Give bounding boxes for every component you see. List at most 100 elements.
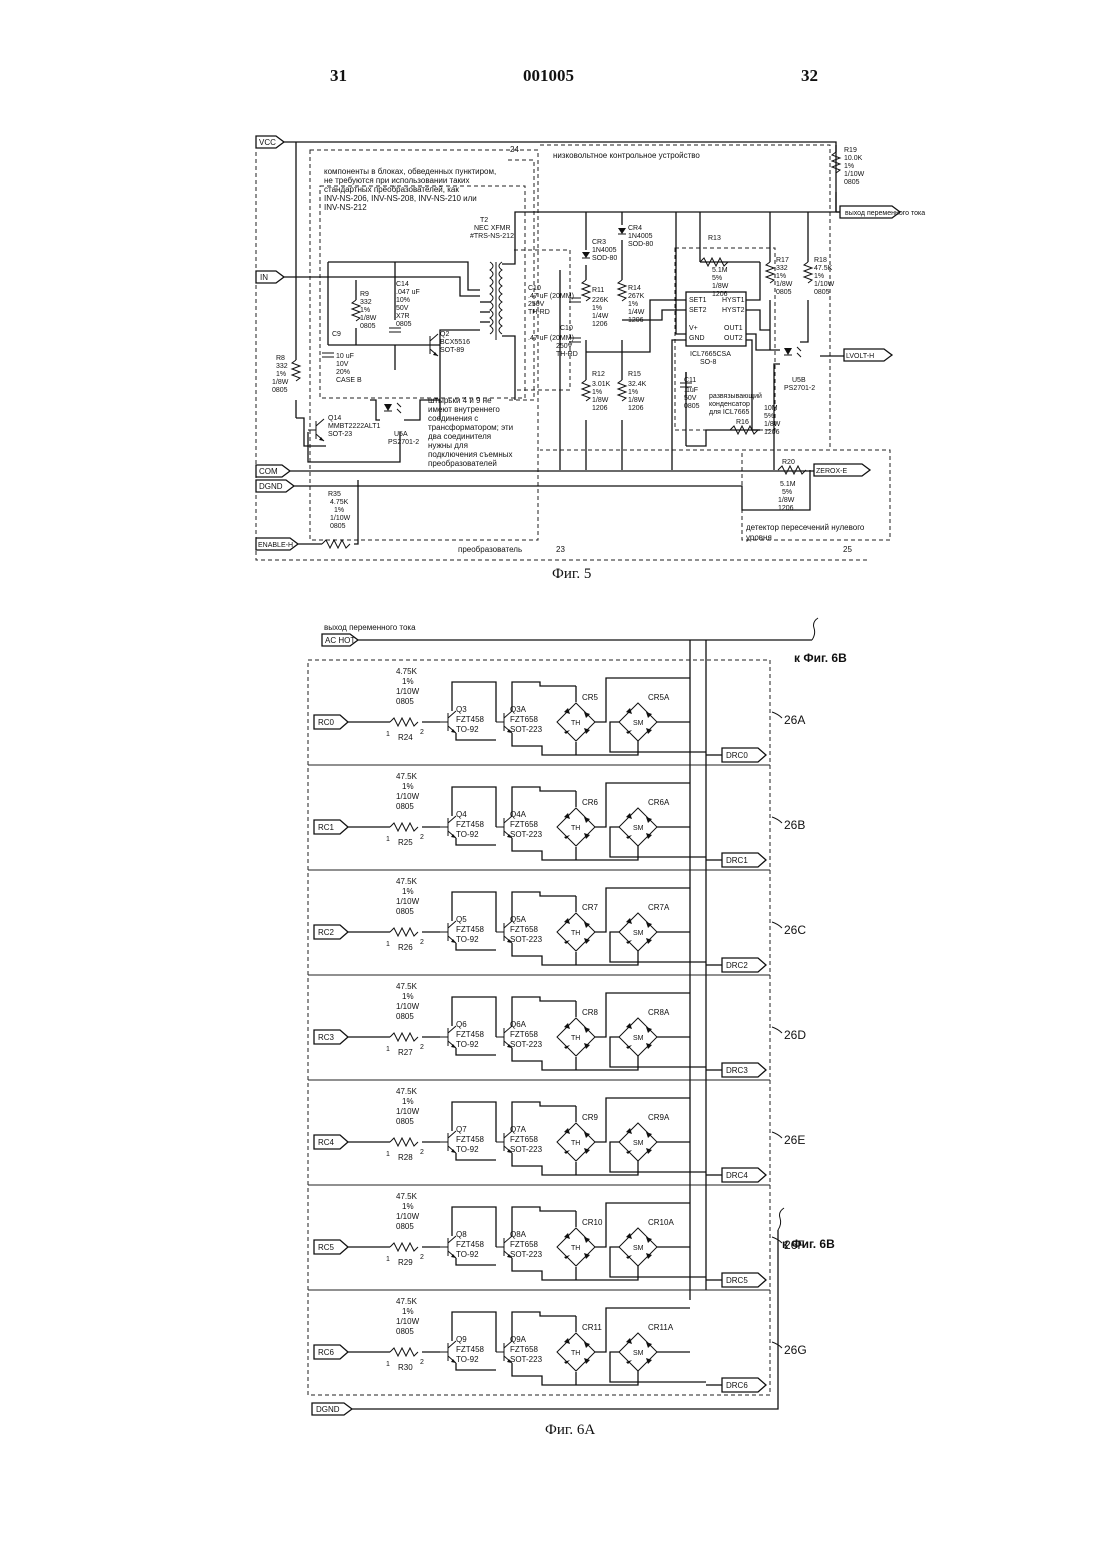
- pin-number: 1: [386, 1361, 390, 1368]
- power-transistor-label: FZT658: [510, 1030, 539, 1039]
- dashed-note-line: INV-NS-212: [324, 203, 367, 212]
- cr4-label: SOD-80: [628, 241, 653, 248]
- driver-transistor-label: TO-92: [456, 1355, 479, 1364]
- sm-diode-label: CR7A: [648, 903, 670, 912]
- cr4-label: 1N4005: [628, 233, 653, 240]
- channel-dashed-box: [308, 1290, 770, 1395]
- resistor-value-label: 1%: [402, 1307, 414, 1316]
- r18-label: 0805: [814, 289, 830, 296]
- r11-label: 1%: [592, 305, 602, 312]
- output-port-label: DRC5: [726, 1276, 748, 1285]
- q14-label: MMBT2222ALT1: [328, 423, 380, 430]
- output-port-label: DRC2: [726, 961, 748, 970]
- pin-number: 2: [420, 729, 424, 736]
- c11-label: C11: [684, 377, 696, 384]
- r11-label: 1/4W: [592, 313, 609, 320]
- power-transistor-label: FZT658: [510, 715, 539, 724]
- resistor-value-label: 1%: [402, 992, 414, 1001]
- ic-pin-label: SET1: [689, 297, 707, 304]
- driver-transistor-label: TO-92: [456, 830, 479, 839]
- th-diode-label: CR5: [582, 693, 599, 702]
- r17-label: R17: [776, 257, 789, 264]
- pin-number: 2: [420, 834, 424, 841]
- r14-label: 1/4W: [628, 309, 645, 316]
- pins-note-line: подключения съемных: [428, 450, 513, 459]
- driver-transistor-label: Q6: [456, 1020, 467, 1029]
- resistor-ref-label: R26: [398, 943, 413, 952]
- r8-resistor: [292, 360, 300, 381]
- block-reference-label: 26B: [784, 818, 805, 832]
- pins-note-line: имеют внутреннего: [428, 405, 500, 414]
- c14-label: 0805: [396, 321, 412, 328]
- channel-block: RC04.75K1%1/10W080512R24Q3FZT458TO-92Q3A…: [308, 660, 805, 765]
- input-resistor: [390, 928, 418, 936]
- resistor-value-label: 1%: [402, 887, 414, 896]
- r12-label: 1%: [592, 389, 602, 396]
- r17-label: 1/8W: [776, 281, 793, 288]
- resistor-value-label: 0805: [396, 697, 414, 706]
- driver-transistor-label: Q7: [456, 1125, 467, 1134]
- r9-label: 0805: [360, 323, 376, 330]
- ic-pin-label: OUT2: [724, 335, 743, 342]
- block-reference-label: 26C: [784, 923, 806, 937]
- resistor-value-label: 1/10W: [396, 792, 420, 801]
- r35-label: 1/10W: [330, 515, 351, 522]
- input-port-label: RC0: [318, 718, 335, 727]
- r15-label: R15: [628, 371, 641, 378]
- pin-number: 2: [420, 1254, 424, 1261]
- u5b-optocoupler: [784, 347, 801, 357]
- input-port-label: RC5: [318, 1243, 335, 1252]
- r14-resistor: [618, 280, 626, 301]
- input-port-label: RC1: [318, 823, 335, 832]
- output-port-label: DRC1: [726, 856, 748, 865]
- driver-transistor-label: FZT458: [456, 1240, 485, 1249]
- converter-label: преобразователь: [458, 545, 522, 554]
- r20-label: R20: [782, 459, 795, 466]
- r11-label: 226K: [592, 297, 609, 304]
- r15-label: 1/8W: [628, 397, 645, 404]
- pin-number: 1: [386, 1046, 390, 1053]
- channel-dashed-box: [308, 765, 770, 870]
- q14-label: Q14: [328, 415, 341, 422]
- c9-label: 10V: [336, 361, 349, 368]
- bridge-th-label: TH: [571, 1350, 580, 1357]
- bridge-sm-label: SM: [633, 1035, 644, 1042]
- com-port-label: COM: [259, 467, 278, 476]
- dashed-note-line: стандартных преобразователей, как: [324, 185, 459, 194]
- r18-label: R18: [814, 257, 827, 264]
- ic-label: ICL7665CSA: [690, 351, 731, 358]
- r9-label: 1/8W: [360, 315, 377, 322]
- zero-cross-label: детектор пересечений нулевого: [746, 523, 865, 532]
- c10-label: TH-RD: [528, 309, 550, 316]
- resistor-value-label: 47.5K: [396, 877, 418, 886]
- sm-diode-label: CR8A: [648, 1008, 670, 1017]
- pin-number: 1: [386, 836, 390, 843]
- channel-block: RC347.5K1%1/10W080512R27Q6FZT458TO-92Q6A…: [308, 975, 806, 1080]
- r20-label: 1206: [778, 505, 794, 512]
- resistor-ref-label: R25: [398, 838, 413, 847]
- u5a-optocoupler: [384, 403, 401, 413]
- r15-resistor: [618, 380, 626, 401]
- dashed-note-line: не требуются при использовании таких: [324, 176, 470, 185]
- driver-transistor-label: FZT458: [456, 925, 485, 934]
- r9-label: 332: [360, 299, 372, 306]
- ic-pin-label: HYST1: [722, 297, 745, 304]
- cr4-diode: [618, 228, 626, 234]
- cr3-label: 1N4005: [592, 247, 617, 254]
- bridge-sm-label: SM: [633, 720, 644, 727]
- driver-transistor-label: FZT458: [456, 1345, 485, 1354]
- resistor-value-label: 47.5K: [396, 772, 418, 781]
- power-transistor-label: FZT658: [510, 1135, 539, 1144]
- r15-label: 32.4K: [628, 381, 647, 388]
- power-transistor-label: SOT-223: [510, 1145, 543, 1154]
- driver-transistor: [440, 1236, 456, 1258]
- resistor-value-label: 1%: [402, 677, 414, 686]
- r35-label: 4.75K: [330, 499, 349, 506]
- channel-block: RC547.5K1%1/10W080512R29Q8FZT458TO-92Q8A…: [308, 1185, 805, 1290]
- input-port-label: RC4: [318, 1138, 335, 1147]
- output-port-label: DRC3: [726, 1066, 748, 1075]
- pin-number: 1: [386, 941, 390, 948]
- c10-label: C10: [560, 325, 573, 332]
- block-reference-label: 26G: [784, 1343, 807, 1357]
- r15-label: 1%: [628, 389, 638, 396]
